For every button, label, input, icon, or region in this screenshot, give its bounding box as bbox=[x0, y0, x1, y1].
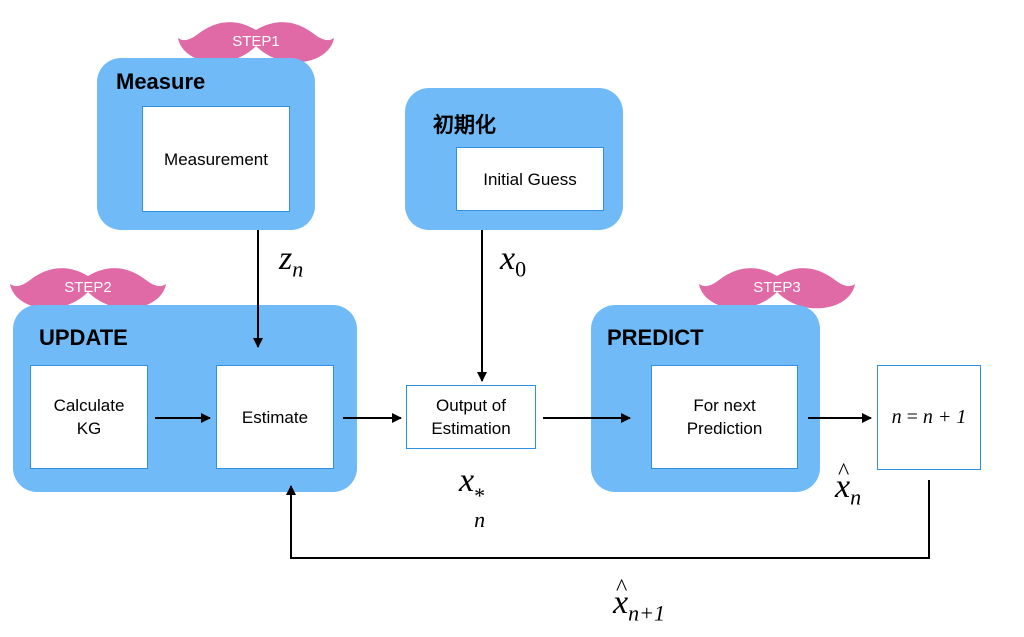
counter-lhs: n bbox=[891, 406, 902, 428]
mustache-icon bbox=[178, 22, 334, 63]
z-sub: n bbox=[292, 256, 304, 282]
xhat-base: x bbox=[835, 460, 850, 504]
xstar-sub: n bbox=[474, 507, 486, 532]
xhat-next-base: x bbox=[613, 576, 628, 620]
step2-badge: STEP2 bbox=[8, 262, 168, 314]
mustache-icon bbox=[10, 268, 166, 309]
x0-sub: 0 bbox=[515, 256, 527, 282]
step1-badge: STEP1 bbox=[176, 16, 336, 68]
x0-base: x bbox=[500, 240, 516, 277]
x-star-label: x*n bbox=[459, 462, 494, 531]
xstar-sup: * bbox=[474, 483, 486, 508]
step2-label: STEP2 bbox=[64, 279, 112, 296]
calculate-kg-box: Calculate KG bbox=[30, 365, 148, 469]
feedback-loop bbox=[290, 480, 930, 559]
x-0-label: x0 bbox=[500, 242, 526, 281]
update-title: UPDATE bbox=[39, 325, 128, 350]
initial-guess-box: Initial Guess bbox=[456, 147, 604, 211]
xstar-base: x bbox=[459, 462, 475, 499]
xhat-sub: n bbox=[850, 484, 862, 510]
counter-box: n = n + 1 bbox=[877, 365, 981, 470]
predict-title: PREDICT bbox=[607, 325, 704, 350]
step1-label: STEP1 bbox=[232, 33, 280, 50]
measure-title: Measure bbox=[116, 69, 206, 94]
mustache-icon bbox=[699, 268, 855, 309]
z-n-label: zn bbox=[279, 242, 303, 281]
output-estimation-box: Output of Estimation bbox=[406, 385, 536, 449]
z-base: z bbox=[279, 240, 293, 277]
measurement-box: Measurement bbox=[142, 106, 290, 212]
step3-badge: STEP3 bbox=[697, 262, 857, 314]
x-hat-n-label: xn bbox=[835, 460, 862, 510]
step3-label: STEP3 bbox=[753, 279, 801, 296]
next-prediction-box: For next Prediction bbox=[651, 365, 798, 469]
xhat-next-sub: n+1 bbox=[628, 600, 665, 626]
init-title: 初期化 bbox=[433, 113, 496, 137]
counter-eq: = bbox=[906, 406, 918, 428]
x-hat-next-label: xn+1 bbox=[613, 576, 665, 626]
estimate-box: Estimate bbox=[216, 365, 334, 469]
counter-rhs: n + 1 bbox=[922, 406, 967, 428]
